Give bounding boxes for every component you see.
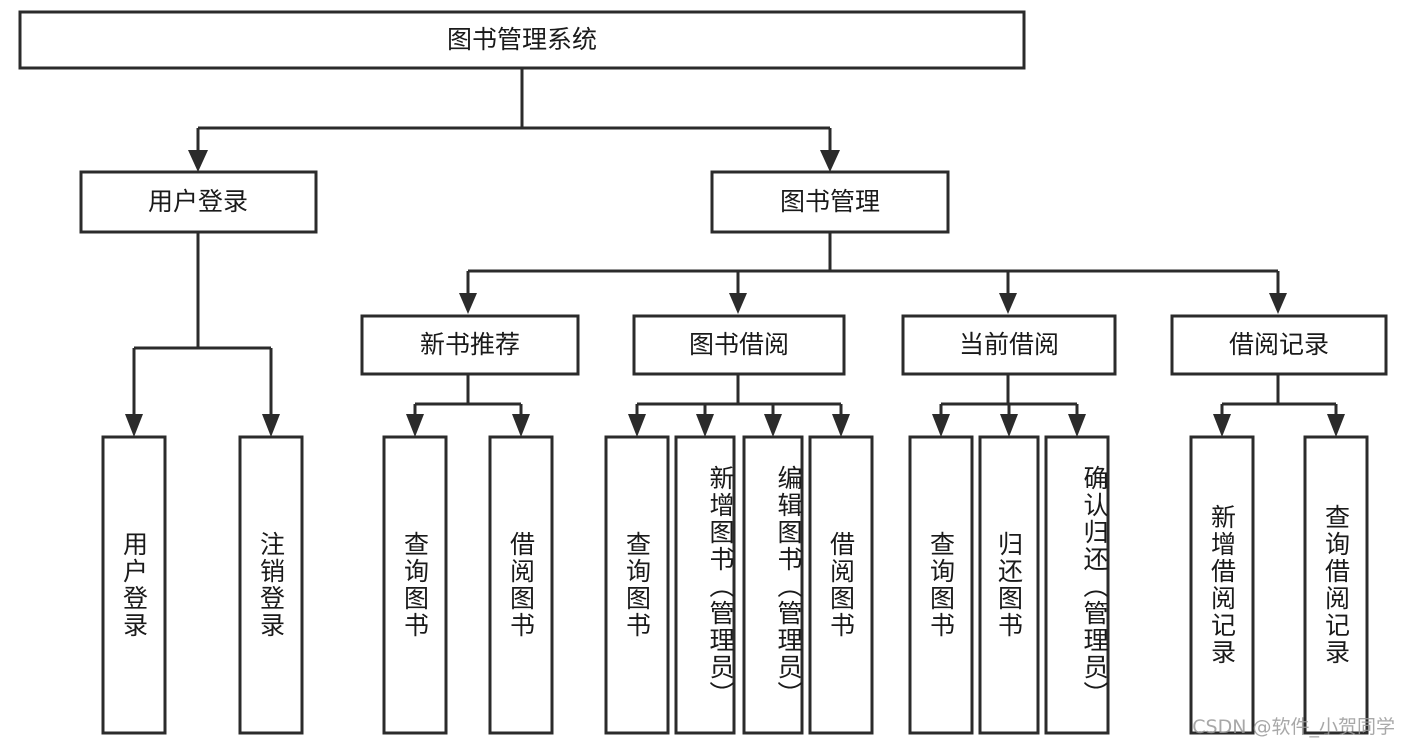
node-user-login[interactable]: 用户登录 bbox=[79, 170, 318, 234]
arrow-head-icon bbox=[1068, 414, 1086, 437]
arrow-head-icon bbox=[932, 414, 950, 437]
node-borrow-record-box[interactable] bbox=[1170, 314, 1388, 376]
arrow-head-icon bbox=[764, 414, 782, 437]
leaf-box-book-borrow-0[interactable] bbox=[604, 435, 670, 735]
node-new-book-recommend-label: 新书推荐 bbox=[420, 330, 520, 359]
arrow-head-icon bbox=[820, 150, 840, 172]
node-user-login-label: 用户登录 bbox=[148, 187, 248, 216]
arrow-head-icon bbox=[1000, 414, 1018, 437]
arrow-head-icon bbox=[999, 293, 1017, 314]
arrow-head-icon bbox=[1269, 293, 1287, 314]
node-current-borrow-label: 当前借阅 bbox=[959, 330, 1059, 359]
node-user-login-box[interactable] bbox=[79, 170, 318, 234]
node-root[interactable]: 图书管理系统 bbox=[18, 10, 1026, 70]
arrow-head-icon bbox=[406, 414, 424, 437]
node-current-borrow[interactable]: 当前借阅 bbox=[901, 314, 1117, 376]
node-root-label: 图书管理系统 bbox=[447, 25, 597, 54]
connector-borrowrecord-to-leaves bbox=[1213, 375, 1345, 437]
node-book-borrow-label: 图书借阅 bbox=[689, 330, 789, 359]
leaf-box-book-borrow-1[interactable] bbox=[674, 435, 736, 735]
arrow-head-icon bbox=[512, 414, 530, 437]
connector-bookborrow-to-leaves bbox=[628, 375, 850, 437]
leaf-box-borrow-record-1[interactable] bbox=[1303, 435, 1369, 735]
node-book-management-box[interactable] bbox=[710, 170, 950, 234]
node-book-borrow[interactable]: 图书借阅 bbox=[632, 314, 846, 376]
leaf-box-borrow-record-0[interactable] bbox=[1189, 435, 1255, 735]
leaf-box-current-borrow-2[interactable] bbox=[1044, 435, 1110, 735]
node-book-management-label: 图书管理 bbox=[780, 187, 880, 216]
node-book-borrow-box[interactable] bbox=[632, 314, 846, 376]
node-borrow-record-label: 借阅记录 bbox=[1229, 330, 1329, 359]
arrow-head-icon bbox=[262, 414, 280, 437]
arrow-head-icon bbox=[125, 414, 143, 437]
connector-root-to-level1 bbox=[188, 68, 840, 172]
node-book-management[interactable]: 图书管理 bbox=[710, 170, 950, 234]
arrow-head-icon bbox=[1327, 414, 1345, 437]
arrow-head-icon bbox=[628, 414, 646, 437]
leaf-box-book-borrow-2[interactable] bbox=[742, 435, 804, 735]
node-new-book-recommend-box[interactable] bbox=[360, 314, 580, 376]
connector-bookmgmt-to-level2 bbox=[459, 232, 1287, 314]
leaf-box-user-login-1[interactable] bbox=[238, 435, 304, 735]
leaf-box-current-borrow-0[interactable] bbox=[908, 435, 974, 735]
node-borrow-record[interactable]: 借阅记录 bbox=[1170, 314, 1388, 376]
node-root-box[interactable] bbox=[18, 10, 1026, 70]
node-current-borrow-box[interactable] bbox=[901, 314, 1117, 376]
connector-newbook-to-leaves bbox=[406, 375, 530, 437]
connector-userlogin-to-leaves bbox=[125, 232, 280, 437]
leaf-box-current-borrow-1[interactable] bbox=[978, 435, 1040, 735]
arrow-head-icon bbox=[1213, 414, 1231, 437]
leaf-box-book-borrow-3[interactable] bbox=[808, 435, 874, 735]
leaf-box-user-login-0[interactable] bbox=[101, 435, 167, 735]
arrow-head-icon bbox=[188, 150, 208, 172]
leaf-box-new-book-0[interactable] bbox=[382, 435, 448, 735]
connector-currentborrow-to-leaves bbox=[932, 375, 1086, 437]
arrow-head-icon bbox=[729, 293, 747, 314]
arrow-head-icon bbox=[459, 293, 477, 314]
node-new-book-recommend[interactable]: 新书推荐 bbox=[360, 314, 580, 376]
leaf-box-new-book-1[interactable] bbox=[488, 435, 554, 735]
arrow-head-icon bbox=[696, 414, 714, 437]
arrow-head-icon bbox=[832, 414, 850, 437]
